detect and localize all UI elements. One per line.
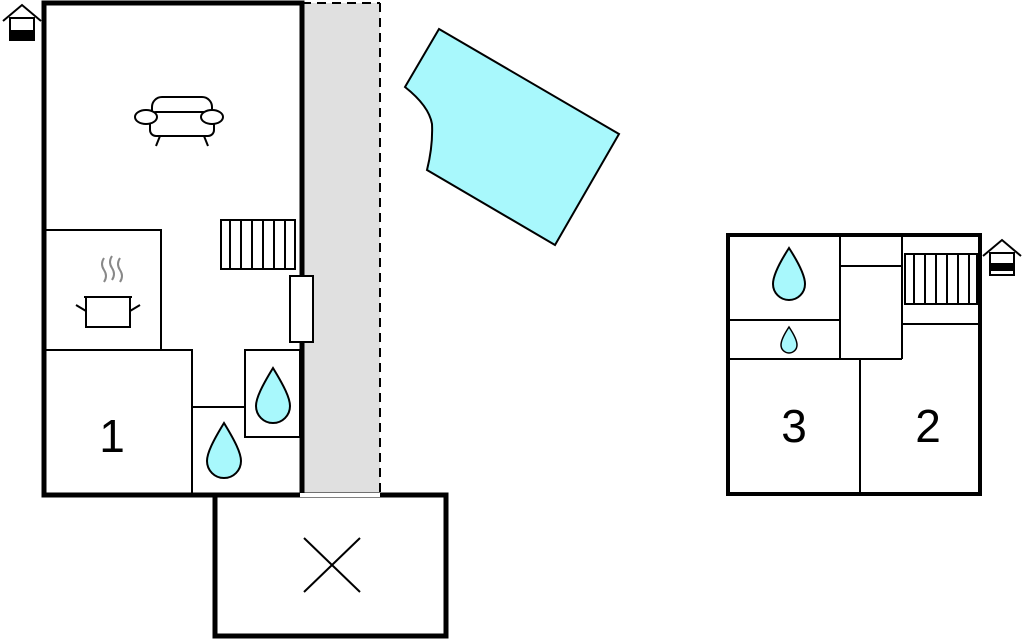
side-terrace [302, 2, 381, 495]
terrace-cross-icon [303, 537, 361, 593]
sofa-icon [134, 96, 224, 147]
interior-walls [44, 229, 301, 495]
water-drop-icon [771, 246, 807, 301]
stairs-icon [220, 219, 296, 270]
water-drop-icon [254, 366, 292, 424]
stairs-icon [904, 253, 978, 305]
upper-floor-walls [726, 233, 982, 496]
house-entrance-icon [982, 238, 1022, 276]
water-drop-icon [205, 421, 243, 479]
window-frame [289, 275, 314, 343]
upper-floor-interior-walls [728, 235, 980, 494]
pool-shape [403, 27, 621, 247]
room-label-1: 1 [99, 410, 125, 462]
house-entrance-icon [2, 3, 42, 41]
cooking-pot-icon [75, 255, 141, 328]
room-label-3: 3 [781, 400, 807, 452]
room-label-2: 2 [915, 400, 941, 452]
water-drop-icon [780, 325, 798, 354]
